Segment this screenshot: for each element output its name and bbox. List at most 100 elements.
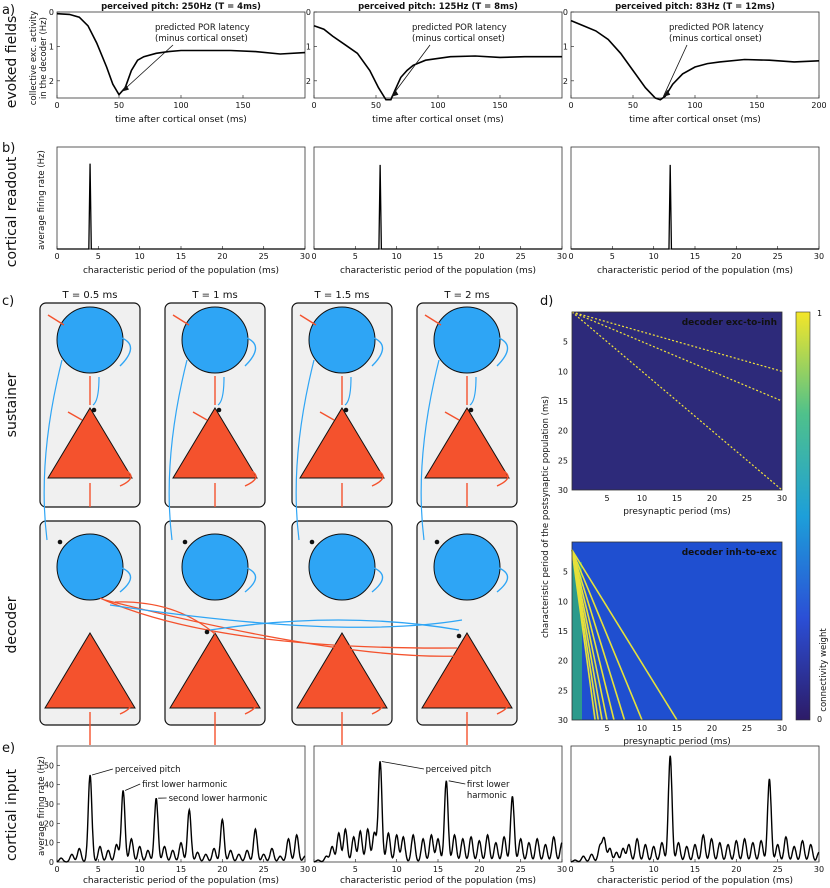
self-loop [244, 567, 257, 593]
connection-line [571, 549, 608, 721]
x-tick-label: 0 [54, 101, 59, 110]
input-arrow [47, 314, 65, 326]
y-axis-label: in the decoder (Hz) [39, 17, 49, 99]
y-tick-label: 0 [49, 8, 54, 17]
x-axis-label: characteristic period of the population … [597, 266, 793, 276]
row-label: cortical readout [4, 156, 20, 267]
y-tick-label: 2 [306, 77, 311, 86]
x-tick-label: 50 [371, 101, 381, 110]
x-tick-label: 100 [173, 101, 188, 110]
x-tick-label: 5 [96, 865, 101, 874]
series-line [56, 12, 306, 96]
exc-population [47, 407, 133, 479]
panel-label-b: b) [2, 141, 15, 156]
input-trace [570, 755, 820, 863]
self-loop [496, 567, 509, 593]
panel-a-title: perceived pitch: 83Hz (T = 12ms) [615, 2, 775, 12]
x-tick-label: 20 [474, 252, 484, 261]
x-tick-label: 20 [731, 252, 741, 261]
row-label: sustainer [4, 372, 20, 437]
y-tick-label: 30 [558, 486, 568, 495]
x-tick-label: 30 [777, 724, 787, 733]
axes-frame [571, 541, 783, 721]
input-arrow [444, 411, 460, 421]
connection-diagonal [571, 311, 783, 491]
x-tick-label: 30 [557, 865, 567, 874]
x-tick-label: 0 [54, 252, 59, 261]
exc-population [169, 632, 261, 709]
y-tick-label: 25 [558, 686, 568, 695]
x-tick-label: 25 [742, 494, 752, 503]
readout-peak [314, 164, 562, 250]
y-axis-label: characteristic period of the postsynapti… [541, 396, 551, 638]
self-loop [244, 467, 257, 487]
inh-to-exc [92, 376, 100, 406]
connection-line [571, 549, 615, 721]
x-tick-label: 5 [353, 865, 358, 874]
annotation-text: predicted POR latency [155, 23, 250, 33]
connection-line [571, 549, 643, 721]
annotation-text: first lower [467, 780, 510, 790]
connection-line [571, 549, 678, 721]
synapse-dot [434, 539, 440, 545]
self-loop [371, 337, 384, 367]
x-tick-label: 0 [568, 252, 573, 261]
x-tick-label: 100 [687, 101, 702, 110]
panel-label-a: a) [2, 3, 15, 18]
x-tick-label: 25 [773, 865, 783, 874]
annotation-arrow [391, 44, 431, 97]
inh-population [181, 533, 249, 601]
T-label: T = 0.5 ms [62, 290, 118, 301]
heatmap-title: decoder exc-to-inh [682, 318, 777, 328]
exc-population [172, 407, 258, 479]
exc-population [299, 407, 385, 479]
x-axis-label: characteristic period of the population … [83, 266, 279, 276]
synapse-dot [182, 539, 188, 545]
annotation-text: second lower harmonic [169, 794, 268, 804]
T-label: T = 1.5 ms [314, 290, 370, 301]
x-axis-label: presynaptic period (ms) [623, 737, 731, 747]
y-tick-label: 30 [558, 716, 568, 725]
x-tick-label: 5 [353, 252, 358, 261]
x-tick-label: 150 [235, 101, 250, 110]
inh-population [433, 306, 501, 374]
inh-population [308, 306, 376, 374]
x-tick-label: 10 [392, 252, 402, 261]
sustain-link [295, 359, 315, 541]
inh-to-exc [217, 376, 225, 406]
row-label: evoked fields [4, 16, 20, 109]
y-tick-label: 20 [558, 427, 568, 436]
exc-cross-link [104, 599, 460, 657]
x-tick-label: 5 [96, 252, 101, 261]
annotation-arrow [121, 44, 174, 92]
x-tick-label: 0 [311, 101, 316, 110]
input-arrow [67, 411, 83, 421]
y-tick-label: 10 [558, 367, 568, 376]
annotation-text: predicted POR latency [669, 23, 764, 33]
panel-label-e: e) [2, 741, 15, 756]
x-tick-label: 10 [637, 724, 647, 733]
x-tick-label: 30 [814, 865, 824, 874]
annotation-text: (minus cortical onset) [155, 34, 248, 44]
y-tick-label: 0 [306, 8, 311, 17]
x-axis-label: characteristic period of the population … [597, 876, 793, 886]
x-tick-label: 150 [492, 101, 507, 110]
x-tick-label: 20 [731, 865, 741, 874]
x-axis-label: presynaptic period (ms) [623, 507, 731, 517]
heatmap-title: decoder inh-to-exc [682, 548, 777, 558]
readout-peak [57, 163, 305, 250]
row-label: decoder [4, 596, 20, 653]
x-tick-label: 25 [259, 252, 269, 261]
arrow-head [391, 89, 399, 97]
x-tick-label: 50 [628, 101, 638, 110]
x-tick-label: 20 [217, 252, 227, 261]
x-tick-label: 5 [604, 494, 609, 503]
inh-cross-link [209, 619, 460, 631]
annotation-text: perceived pitch [115, 765, 181, 775]
y-tick-label: 2 [49, 77, 54, 86]
x-tick-label: 10 [649, 252, 659, 261]
y-tick-label: 2 [563, 77, 568, 86]
inh-population [308, 533, 376, 601]
